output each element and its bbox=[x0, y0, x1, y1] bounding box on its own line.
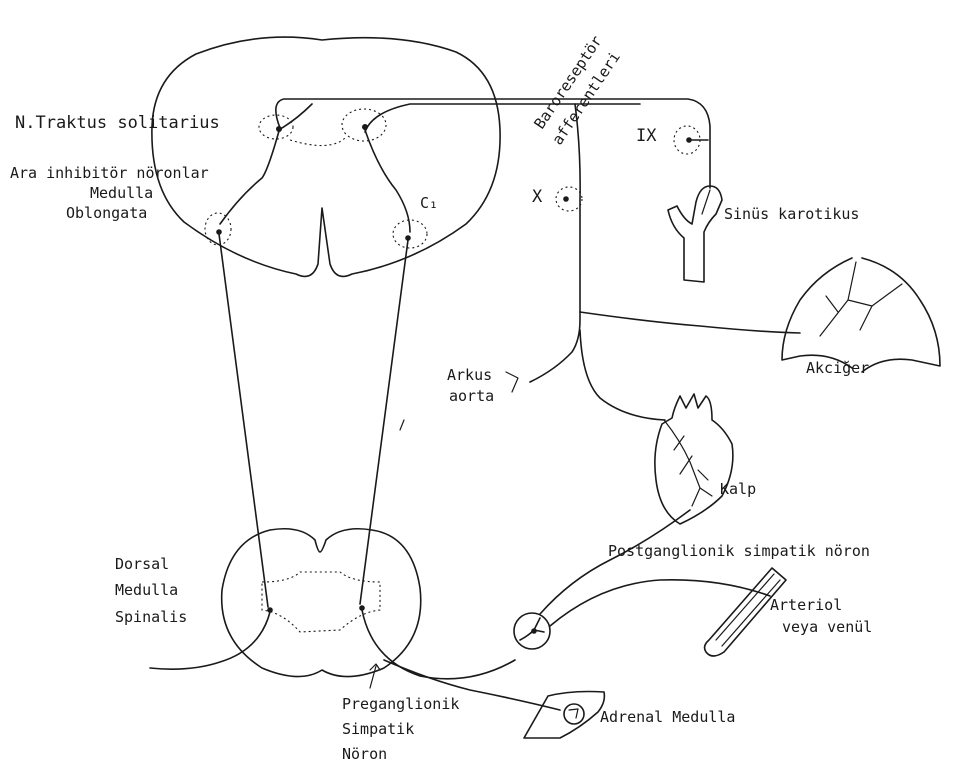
mid-pointer bbox=[400, 420, 404, 430]
sympathetic-ganglion-neuron bbox=[520, 618, 544, 640]
postganglionic-neuron bbox=[531, 628, 537, 634]
postganglionic-to-heart bbox=[540, 510, 690, 614]
preganglionic-pointer bbox=[370, 664, 380, 688]
label-heart: Kalp bbox=[720, 480, 756, 498]
label-ix: IX bbox=[636, 126, 657, 146]
preganglionic-outflow-right bbox=[362, 610, 515, 679]
inhibitor-neuron-left-region bbox=[205, 213, 231, 245]
lung-left bbox=[782, 258, 852, 368]
descending-axon-right bbox=[360, 240, 408, 604]
adrenal-medulla-core bbox=[564, 704, 584, 724]
arkus-pointer bbox=[506, 372, 518, 392]
vagus-to-lung bbox=[580, 312, 800, 333]
carotid-sinus-nerve-end bbox=[702, 190, 710, 214]
vagus-neuron bbox=[563, 196, 569, 202]
nts-region-left bbox=[259, 115, 293, 139]
label-inhibitor-neurons: Ara inhibitör nöronlar bbox=[10, 164, 209, 182]
carotid-sinus-shape bbox=[668, 186, 722, 282]
label-spinalis: Spinalis bbox=[115, 608, 187, 626]
vagus-nerve bbox=[530, 104, 580, 382]
nts-region-bridge bbox=[290, 138, 345, 146]
label-medulla: Medulla bbox=[90, 184, 153, 202]
lung-right bbox=[862, 258, 940, 372]
heart-outline bbox=[655, 394, 733, 524]
label-lung: Akciğer bbox=[806, 359, 869, 377]
label-carotid-sinus: Sinüs karotikus bbox=[724, 205, 859, 223]
vagus-ganglion-region bbox=[556, 187, 582, 211]
nts-to-c1-axon bbox=[365, 130, 410, 232]
postganglionic-to-vessel bbox=[550, 580, 770, 626]
descending-axon-left bbox=[219, 234, 268, 607]
label-nts: N.Traktus solitarius bbox=[15, 113, 220, 133]
label-vessel-or-venule: veya venül bbox=[782, 618, 872, 636]
afferent-branch-right-nts bbox=[365, 104, 640, 132]
label-dorsal: Dorsal bbox=[115, 555, 169, 573]
label-c1: C₁ bbox=[420, 194, 438, 212]
lung-bronchi bbox=[820, 262, 902, 336]
ix-neuron bbox=[686, 137, 692, 143]
label-x: X bbox=[532, 187, 543, 207]
adrenal-medulla-cell bbox=[569, 709, 578, 718]
vagus-to-heart bbox=[580, 330, 665, 420]
spinal-cord-outline bbox=[222, 529, 421, 677]
nts-to-inhibitor-axon bbox=[220, 131, 279, 224]
label-sympathetic: Simpatik bbox=[342, 720, 414, 738]
label-arkus: Arkus bbox=[447, 366, 492, 384]
nts-neuron-right bbox=[362, 124, 368, 130]
label-postganglionic: Postganglionik simpatik nöron bbox=[608, 542, 870, 560]
medulla-oblongata-outline bbox=[152, 37, 500, 276]
heart-nerve-branches bbox=[664, 420, 712, 506]
label-adrenal-medulla: Adrenal Medulla bbox=[600, 708, 735, 726]
label-neuron: Nöron bbox=[342, 745, 387, 763]
label-aorta: aorta bbox=[449, 387, 494, 405]
label-arteriol: Arteriol bbox=[770, 596, 842, 614]
label-preganglionic: Preganglionik bbox=[342, 695, 459, 713]
label-oblongata: Oblongata bbox=[66, 204, 147, 222]
label-dorsal-medulla: Medulla bbox=[115, 581, 178, 599]
afferent-branch-nts-left bbox=[282, 104, 312, 128]
